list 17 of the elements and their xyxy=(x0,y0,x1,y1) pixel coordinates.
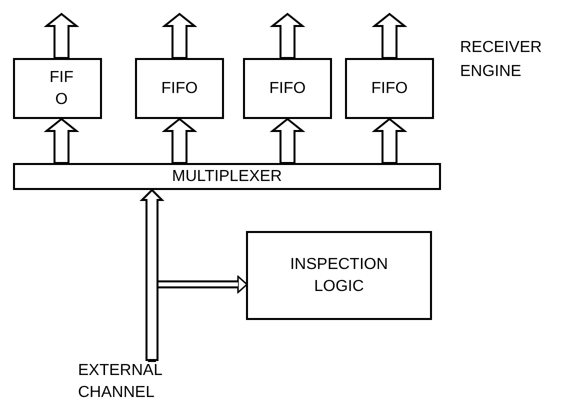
block-arrow xyxy=(162,118,198,164)
block-arrow xyxy=(162,12,198,59)
logic-box: INSPECTION LOGIC xyxy=(246,231,432,320)
block-arrow xyxy=(372,12,408,59)
fifo-box: FIFO xyxy=(243,58,332,119)
channel-label: EXTERNAL CHANNEL xyxy=(78,362,198,402)
fifo-box: FIFO xyxy=(135,58,224,119)
block-arrow xyxy=(270,118,306,164)
block-arrow xyxy=(140,188,164,361)
fifo-box: FIFO xyxy=(345,58,434,119)
block-arrow xyxy=(44,12,80,59)
multiplexer-bar: MULTIPLEXER xyxy=(13,163,441,190)
block-arrow xyxy=(270,12,306,59)
engine-label: RECEIVER ENGINE xyxy=(460,38,543,82)
block-arrow xyxy=(44,118,80,164)
fifo-box: FIF O xyxy=(13,58,102,119)
block-arrow xyxy=(372,118,408,164)
